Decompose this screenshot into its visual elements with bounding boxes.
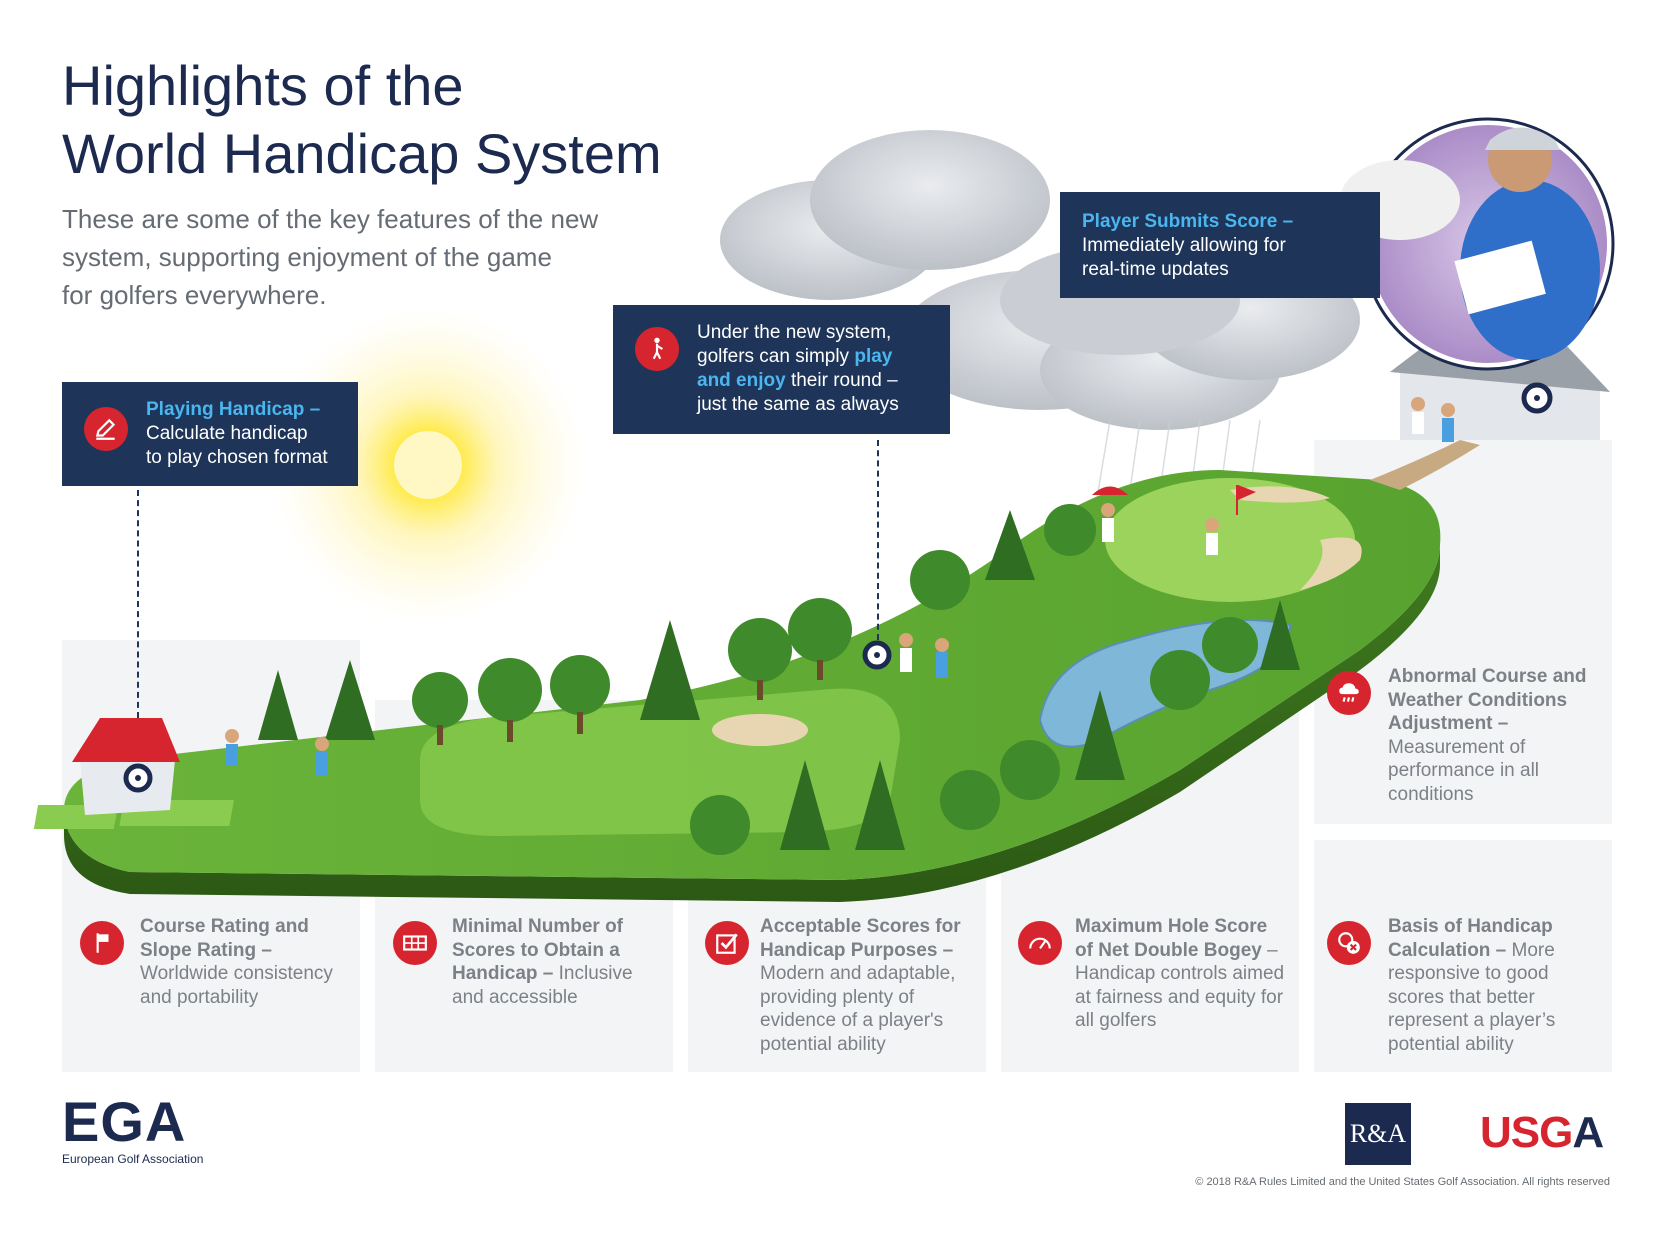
acceptable-scores-title: Acceptable Scores for Handicap Purposes … [760,916,961,961]
usga-logo: USGA [1480,1108,1604,1158]
feature-course-rating: Course Rating and Slope Rating – Worldwi… [140,915,350,1009]
flag-icon [80,921,124,965]
play-enjoy-line3: their round – [785,370,898,391]
pencil-icon [84,407,128,451]
page-title: Highlights of the World Handicap System [62,54,662,185]
callout-play-and-enjoy: Under the new system, golfers can simply… [613,305,950,434]
gauge-icon [1018,921,1062,965]
basis-of-handicap-title: Basis of Handicap Calculation – [1388,916,1553,961]
feature-abnormal-conditions: Abnormal Course and Weather Conditions A… [1388,665,1608,806]
play-enjoy-line2: golfers can simply [697,346,855,367]
ra-logo: R&A [1345,1103,1411,1165]
golfers [225,397,1455,776]
submit-score-line1: Immediately allowing for [1082,235,1286,256]
callout-player-submits-score: Player Submits Score – Immediately allow… [1060,192,1380,298]
minimal-scores-desc: Inclusive and accessible [452,963,633,1008]
usga-logo-g: G [1539,1108,1573,1157]
checkbox-icon [705,921,749,965]
playing-handicap-line1: Calculate handicap [146,423,308,444]
connector-line-play-enjoy [877,440,879,640]
max-hole-score-title: Maximum Hole Score of Net Double Bogey [1075,916,1268,961]
play-enjoy-line4: just the same as always [697,394,899,415]
trees [258,504,1300,855]
acceptable-scores-desc: Modern and adaptable, providing plenty o… [760,963,956,1055]
ega-logo: EGA European Golf Association [62,1090,204,1167]
ega-logo-text: EGA [62,1090,187,1153]
copyright-notice: © 2018 R&A Rules Limited and the United … [1195,1176,1610,1188]
abnormal-desc: Measurement of performance in all condit… [1388,736,1540,805]
scorecard-icon [393,921,437,965]
feature-minimal-scores: Minimal Number of Scores to Obtain a Han… [452,915,662,1009]
golfer-icon [635,327,679,371]
basis-of-handicap-desc: More responsive to good scores that bett… [1388,939,1556,1055]
feature-max-hole-score: Maximum Hole Score of Net Double Bogey –… [1075,915,1285,1033]
usga-logo-us: US [1480,1108,1540,1157]
course-rating-desc: Worldwide consistency and portability [140,963,333,1008]
clubhouse-left [72,718,180,815]
play-enjoy-highlight-2: and enjoy [697,370,786,391]
feature-acceptable-scores: Acceptable Scores for Handicap Purposes … [760,915,982,1056]
intro-text: These are some of the key features of th… [62,204,599,310]
minimal-scores-title: Minimal Number of Scores to Obtain a Han… [452,916,624,984]
abnormal-title: Abnormal Course and Weather Conditions A… [1388,666,1587,734]
callout-playing-handicap: Playing Handicap – Calculate handicap to… [62,382,358,486]
player-photo [1340,117,1615,371]
rain-cloud-icon [1327,671,1371,715]
max-hole-score-desc: – Handicap controls aimed at fairness an… [1075,939,1285,1032]
usga-logo-a: A [1572,1108,1604,1157]
feature-basis-of-handicap: Basis of Handicap Calculation – More res… [1388,915,1608,1056]
submit-score-line2: real-time updates [1082,259,1229,280]
calculation-icon [1327,921,1371,965]
course-rating-title: Course Rating and Slope Rating – [140,916,309,961]
playing-handicap-line2: to play chosen format [146,447,328,468]
play-enjoy-line1: Under the new system, [697,322,892,343]
target-marker [862,640,892,670]
connector-line-playing [137,490,139,718]
playing-handicap-title: Playing Handicap – [146,399,321,420]
column-divider [1314,824,1612,840]
submit-score-title: Player Submits Score – [1082,211,1294,232]
ega-logo-subtitle: European Golf Association [62,1152,204,1166]
play-enjoy-highlight-1: play [854,346,893,367]
